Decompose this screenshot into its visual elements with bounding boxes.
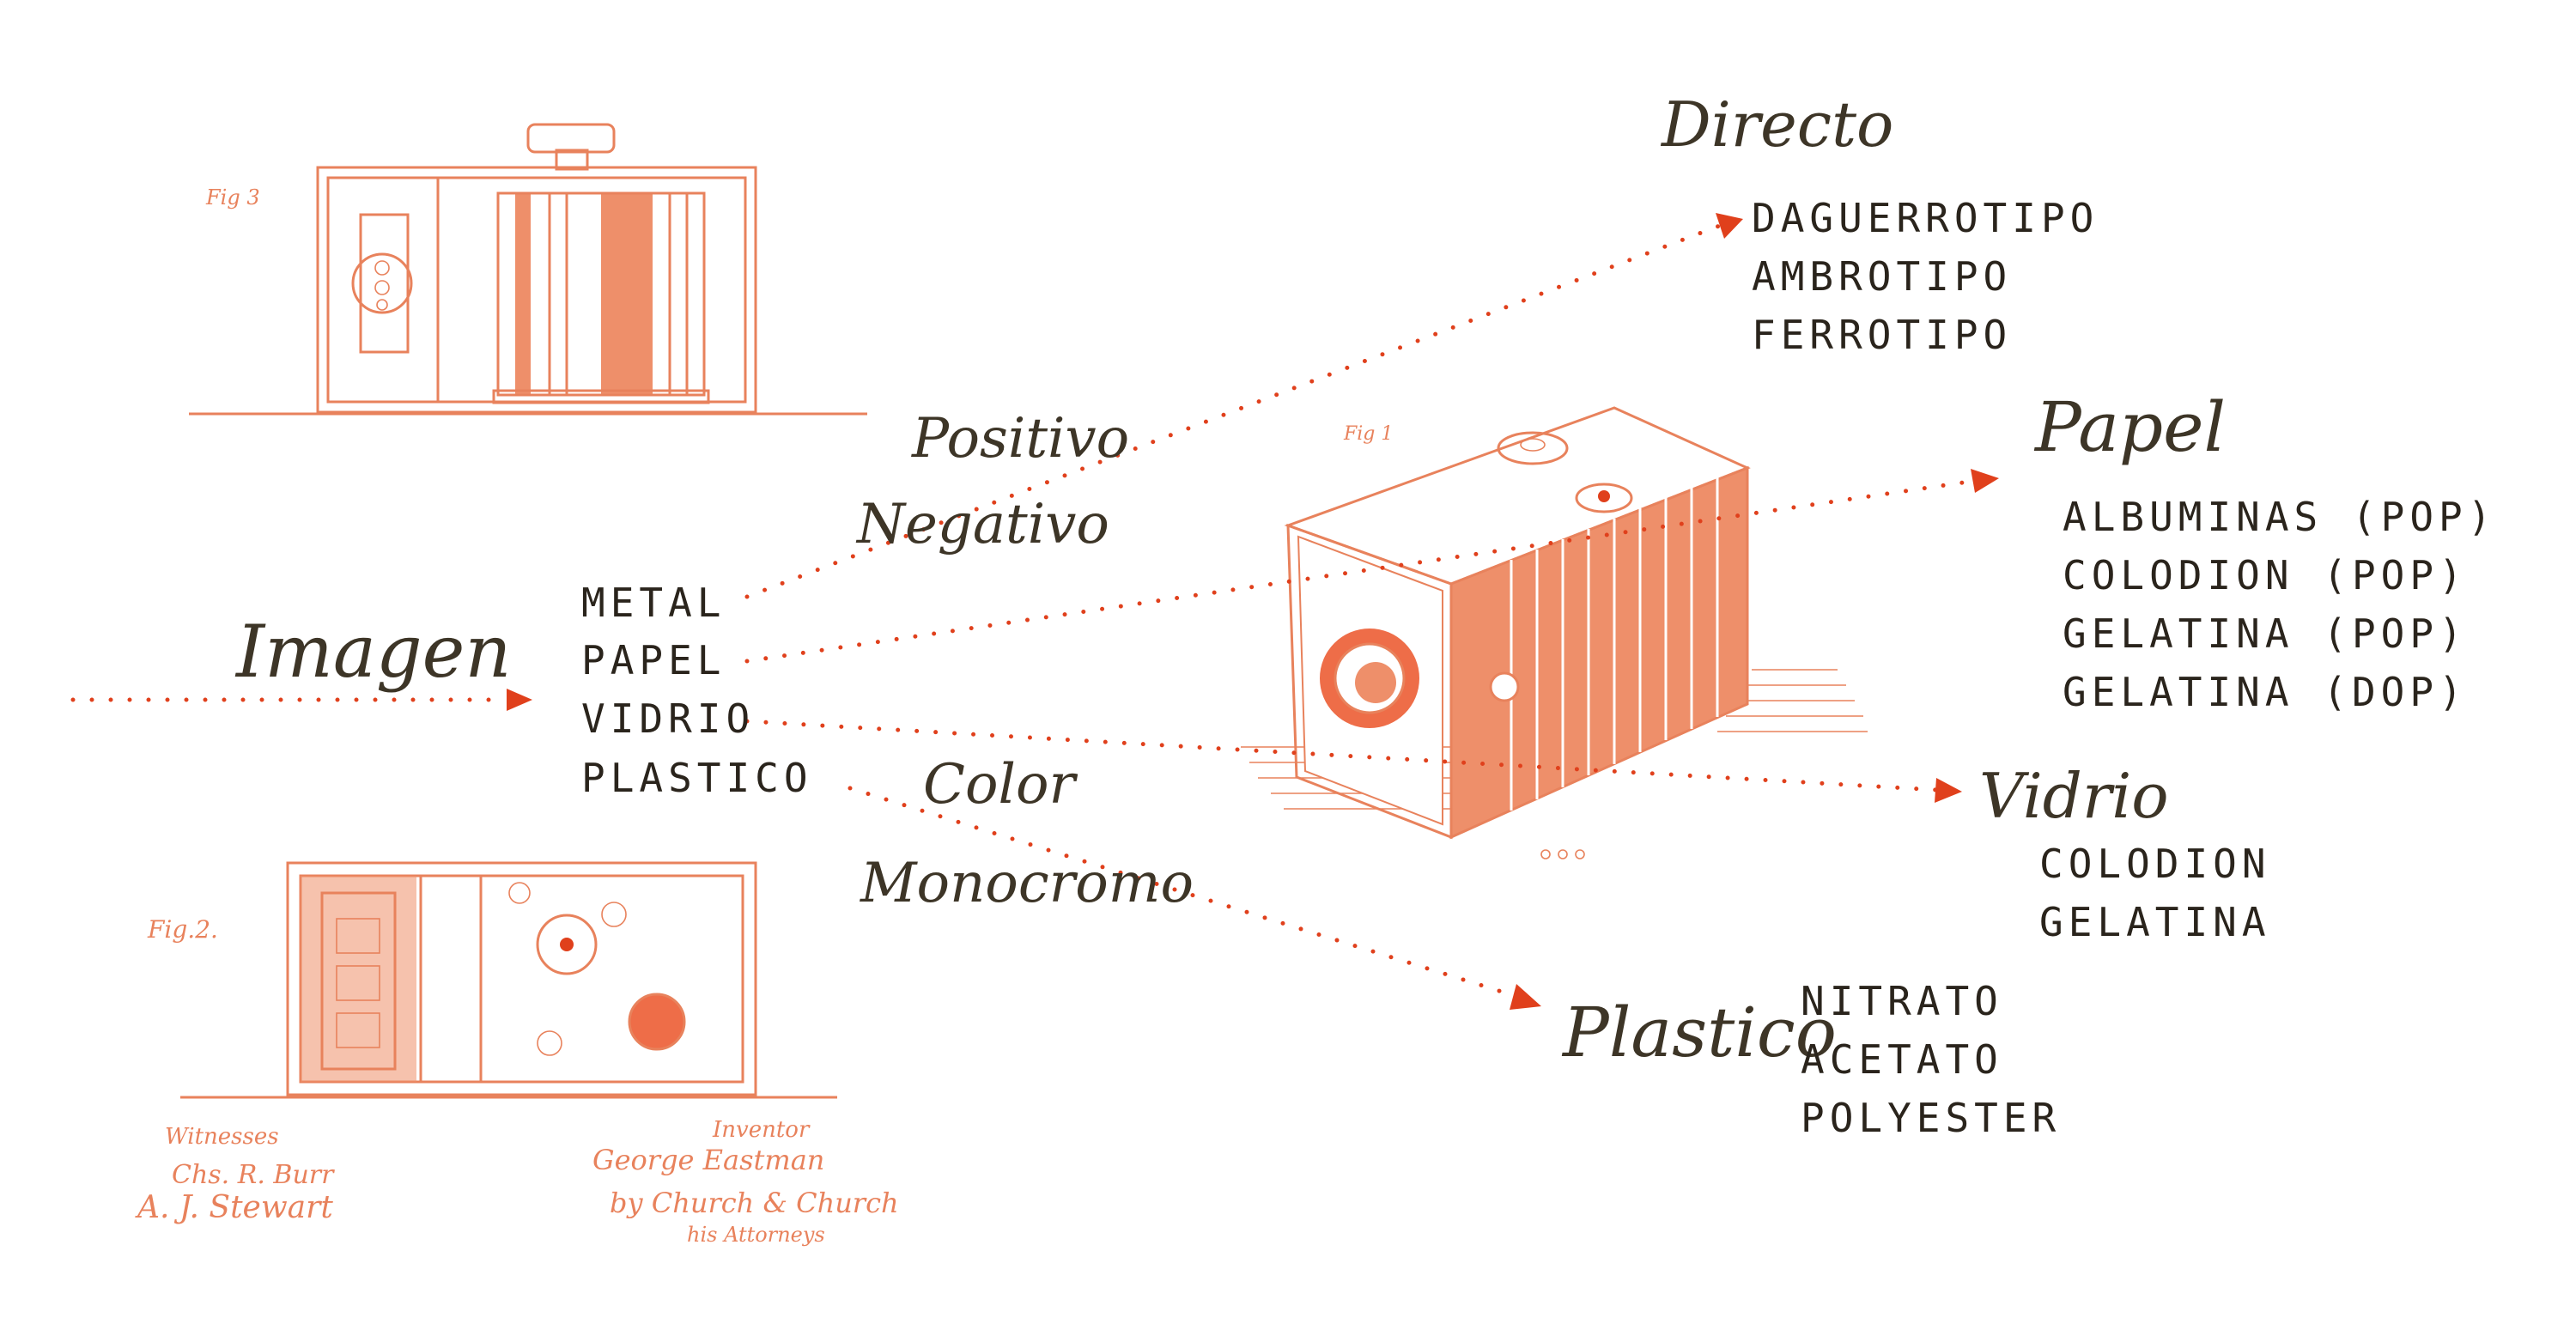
attorney-line: by Church & Church [610,1187,899,1219]
root-label: Imagen [234,610,512,694]
fig2-drawing: Fig.2. [147,861,837,1099]
branch-papel-title: Papel [2033,387,2226,467]
branch-plastico-title: Plastico [1561,993,1837,1072]
plastico-item-1: NITRATO [1801,978,2003,1024]
papel-item-2: COLODION (POP) [2063,552,2468,598]
fig3-label: Fig 3 [205,185,260,210]
material-metal: METAL [581,580,726,626]
connectors [70,213,1999,1010]
connector-papel-papel [744,478,1978,664]
arrow-vidrio [1935,778,1962,803]
directo-item-3: FERROTIPO [1752,312,2012,358]
fig1-camera-drawing: Fig 1 [1241,406,1868,859]
inventor-name: George Eastman [592,1144,824,1176]
witnesses-title: Witnesses [165,1124,279,1150]
patent-signatures: Witnesses Chs. R. Burr A. J. Stewart Inv… [135,1117,899,1247]
fig1-label: Fig 1 [1343,423,1393,445]
witness-1: Chs. R. Burr [172,1160,335,1190]
labels: Imagen METAL PAPEL VIDRIO PLASTICO Posit… [234,88,2496,1141]
material-papel: PAPEL [581,637,726,683]
inventor-title: Inventor [712,1117,811,1143]
annotation-positivo: Positivo [911,407,1129,471]
connector-metal-directo [744,222,1724,599]
annotation-color: Color [923,753,1078,817]
plastico-item-2: ACETATO [1801,1036,2003,1083]
fig3-drawing: Fig 3 [189,123,867,416]
branch-vidrio-title: Vidrio [1979,760,2169,832]
witness-2: A. J. Stewart [135,1190,333,1225]
papel-item-3: GELATINA (POP) [2063,610,2468,657]
arrow-directo [1716,213,1743,239]
arrow-imagen [507,689,532,711]
annotation-monocromo: Monocromo [860,852,1194,915]
directo-item-1: DAGUERROTIPO [1752,195,2099,241]
papel-item-1: ALBUMINAS (POP) [2063,494,2496,540]
arrow-plastico [1510,984,1541,1010]
material-vidrio: VIDRIO [581,695,755,742]
arrow-papel [1971,469,1999,493]
plastico-item-3: POLYESTER [1801,1095,2061,1141]
branch-directo-title: Directo [1660,88,1893,161]
attorneys-label: his Attorneys [687,1223,825,1247]
directo-item-2: AMBROTIPO [1752,253,2012,300]
fig2-label: Fig.2. [147,915,218,944]
vidrio-item-1: COLODION [2039,841,2271,887]
vidrio-item-2: GELATINA [2039,899,2271,945]
papel-item-4: GELATINA (DOP) [2063,669,2468,715]
annotation-negativo: Negativo [855,493,1109,556]
material-plastico: PLASTICO [581,755,813,801]
